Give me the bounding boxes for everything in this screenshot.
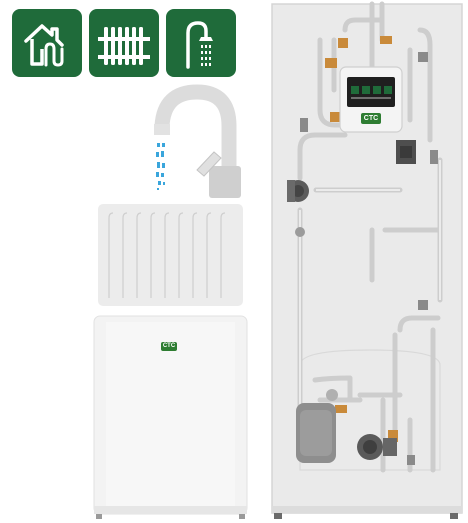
water-tap [154,92,241,198]
ctc-logo-heat-pump: CTC [161,342,177,351]
water-drops [156,143,165,190]
expansion-tank [296,403,336,463]
ctc-logo-controller: CTC [361,113,381,124]
radiator-panel [98,204,243,306]
valve-actuator [396,140,416,164]
circulation-pump-upper [287,180,309,202]
